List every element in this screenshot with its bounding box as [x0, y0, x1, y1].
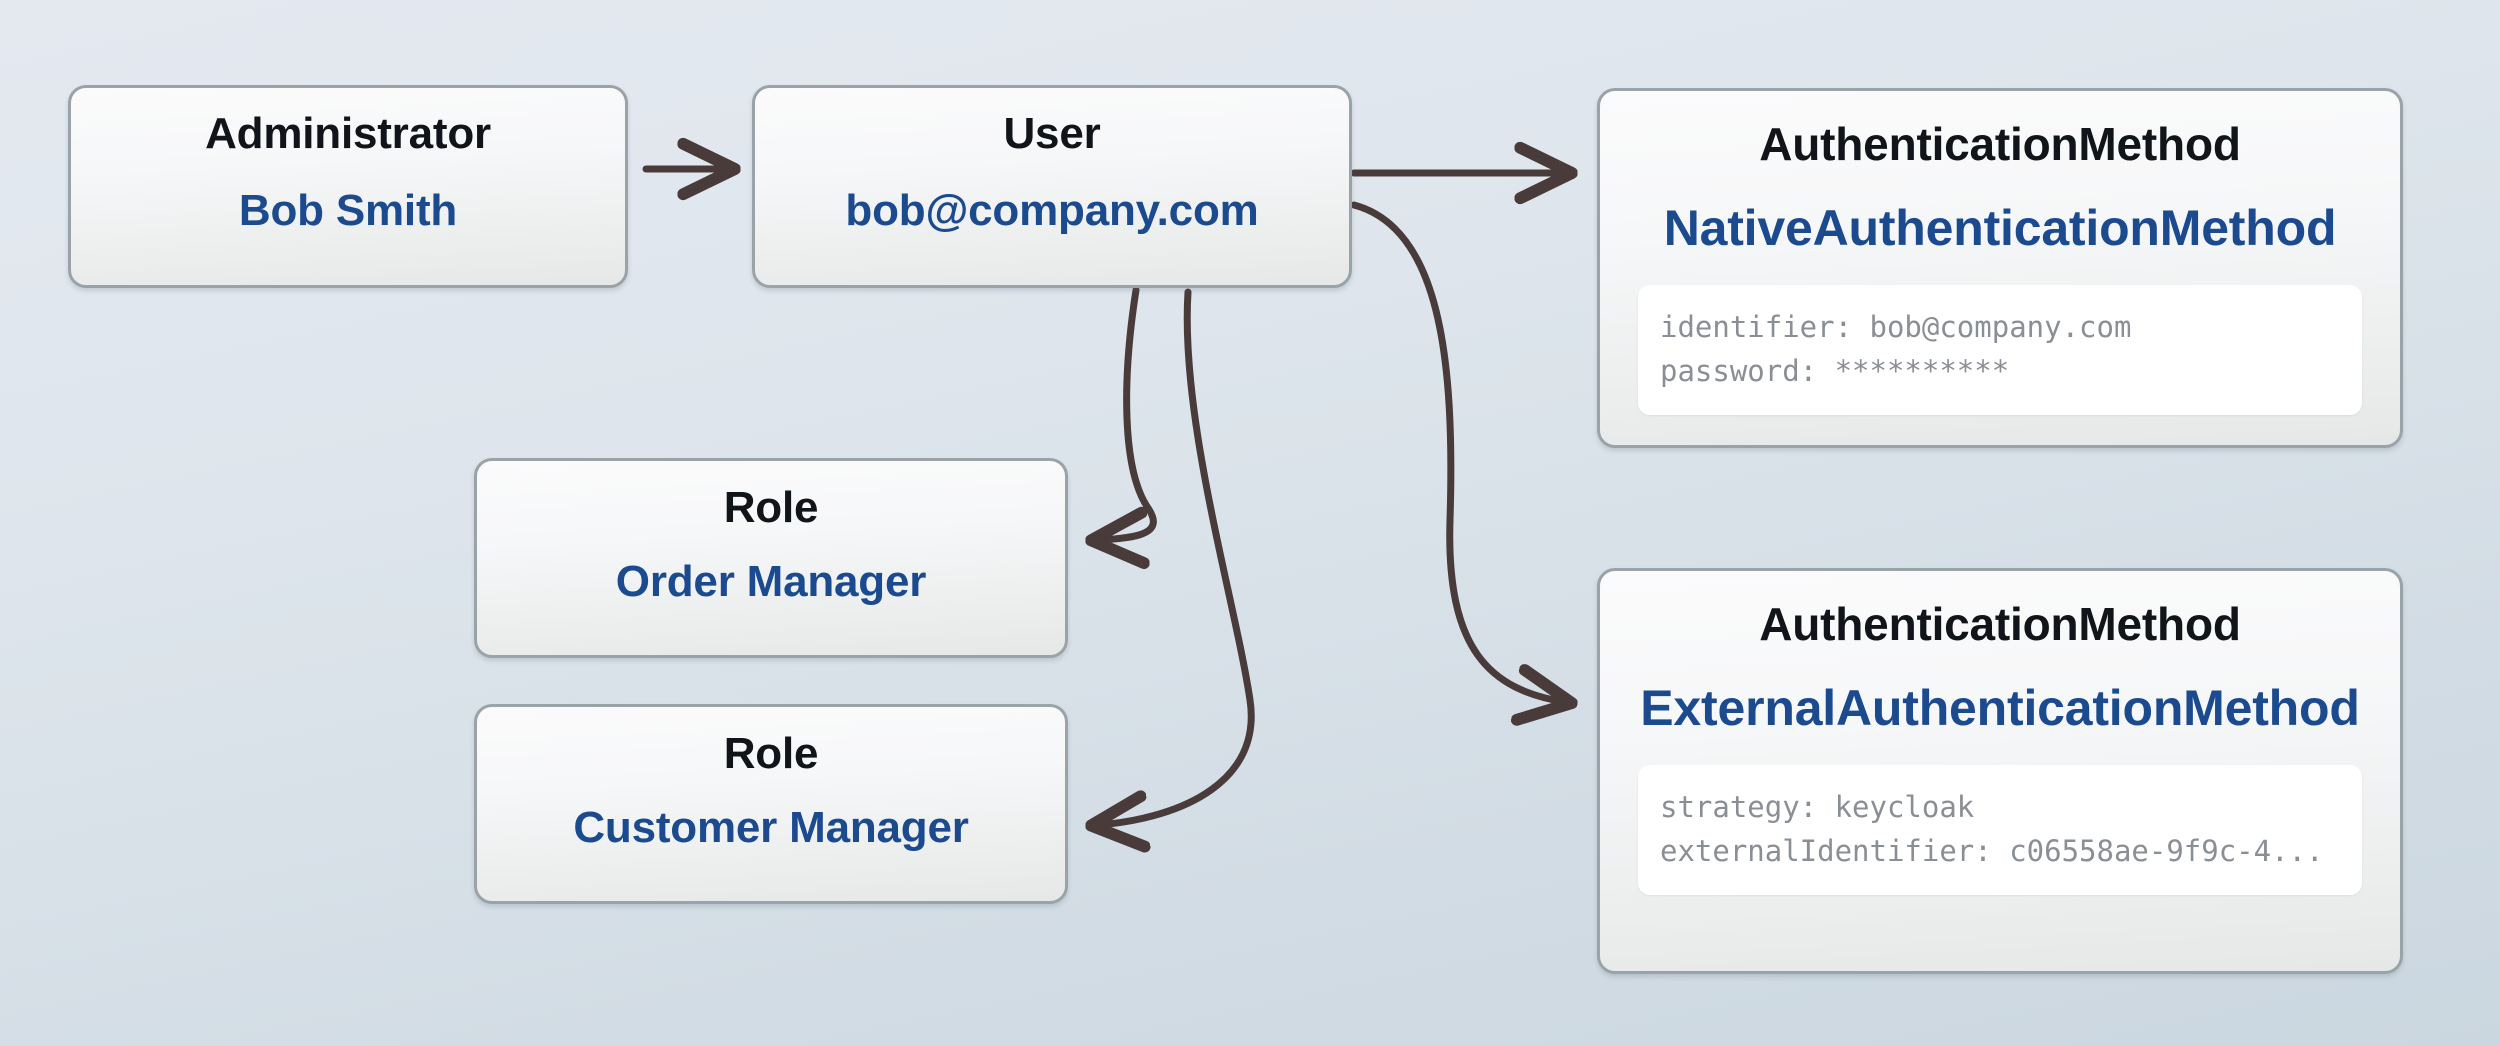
edge-user-to-external-auth	[1350, 201, 1565, 702]
node-role-customer-manager[interactable]: Role Customer Manager	[474, 704, 1068, 904]
node-role-order-manager[interactable]: Role Order Manager	[474, 458, 1068, 658]
node-administrator-value: Bob Smith	[238, 186, 458, 235]
node-role-order-manager-value: Order Manager	[615, 557, 927, 606]
external-auth-detail-external-identifier: externalIdentifier: c06558ae-9f9c-4...	[1660, 834, 2324, 869]
external-auth-detail-strategy: strategy: keycloak	[1660, 790, 1975, 824]
node-administrator-type: Administrator	[205, 109, 491, 158]
node-native-authentication-method[interactable]: AuthenticationMethod NativeAuthenticatio…	[1597, 88, 2403, 448]
node-role-customer-manager-value: Customer Manager	[573, 803, 969, 852]
native-auth-detail-password: password: **********	[1660, 354, 2010, 389]
node-native-auth-value: NativeAuthenticationMethod	[1663, 200, 2337, 256]
native-auth-detail-identifier: identifier: bob@company.com	[1660, 310, 2132, 344]
node-external-authentication-method[interactable]: AuthenticationMethod ExternalAuthenticat…	[1597, 568, 2403, 974]
node-user[interactable]: User bob@company.com	[752, 85, 1352, 288]
node-role-customer-manager-type: Role	[723, 729, 819, 778]
node-external-auth-type: AuthenticationMethod	[1759, 598, 2241, 650]
node-administrator[interactable]: Administrator Bob Smith	[68, 85, 628, 288]
node-user-value: bob@company.com	[845, 186, 1259, 235]
node-native-auth-type: AuthenticationMethod	[1759, 118, 2241, 170]
external-auth-detail-panel: strategy: keycloak externalIdentifier: c…	[1638, 765, 2362, 896]
edge-user-to-role-order	[1098, 286, 1157, 540]
native-auth-detail-panel: identifier: bob@company.com password: **…	[1638, 285, 2362, 416]
edge-user-to-role-customer	[1098, 288, 1255, 825]
node-role-order-manager-type: Role	[723, 483, 819, 532]
node-external-auth-value: ExternalAuthenticationMethod	[1640, 680, 2360, 736]
node-user-type: User	[1003, 109, 1101, 158]
